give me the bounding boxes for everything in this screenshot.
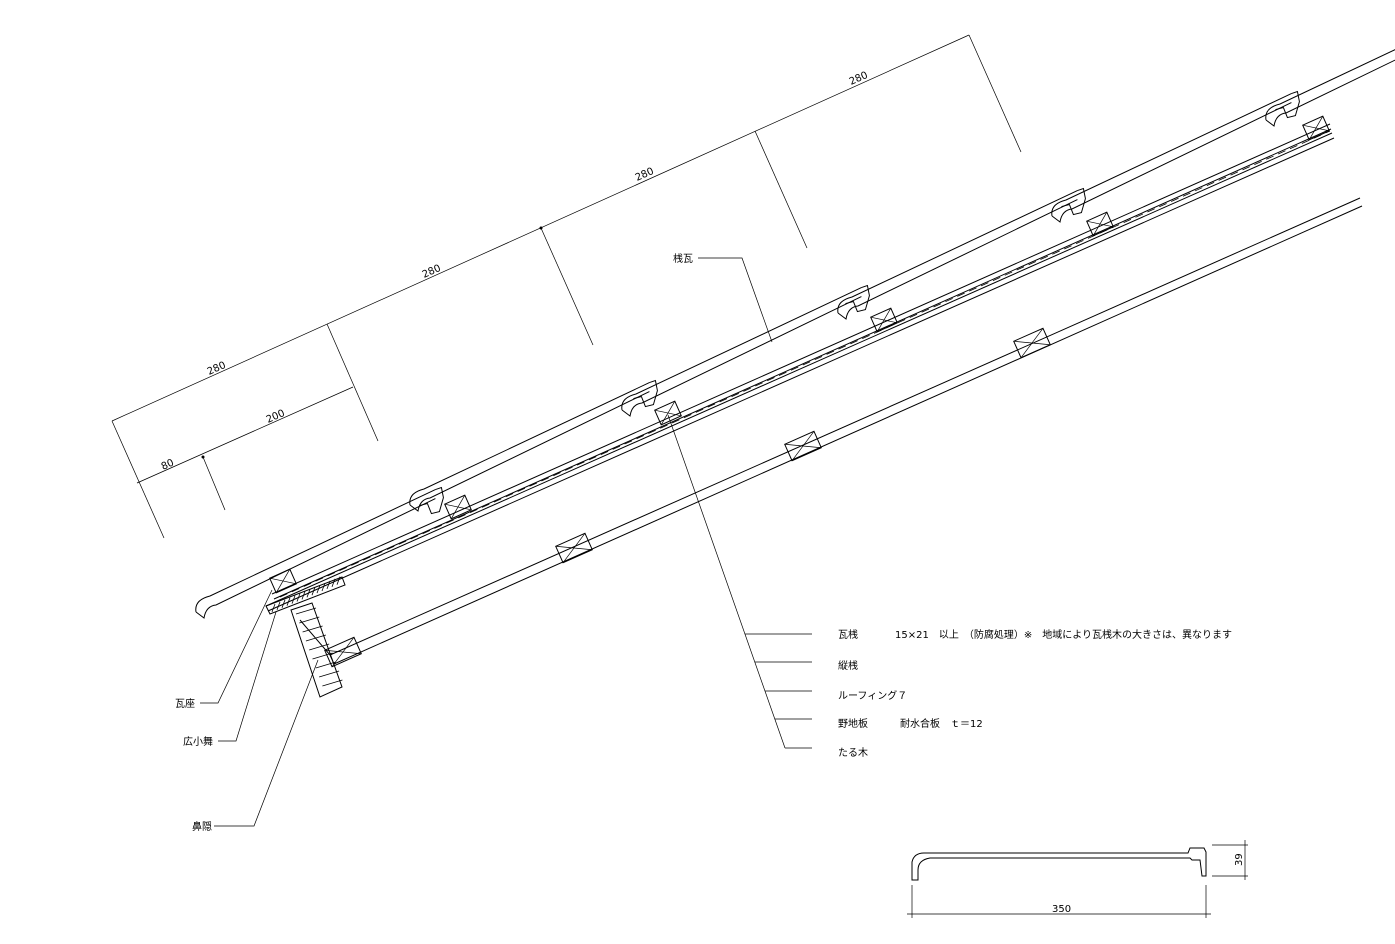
callout-vertical-batten: 縦桟 [838,659,858,672]
dim-200: 200 [265,408,287,426]
tile-batten [444,494,472,520]
rafter-block [1013,327,1051,359]
callout-roofing: ルーフィング７ [838,689,907,702]
leader-lines [200,257,812,827]
tile-batten [1086,211,1114,237]
callout-sheathing: 野地板 [838,717,868,730]
dim-280-2: 280 [421,263,443,281]
tile [1051,90,1300,223]
tile-batten [654,400,682,426]
callout-tile-batten: 瓦桟 [838,628,858,641]
tile-batten [1302,115,1330,141]
fascia-board [290,602,343,698]
rafter-block [324,636,362,668]
label-hirokomai: 広小舞 [183,735,213,748]
tile-profile-detail: 350 39 [907,840,1248,918]
callout-sheathing-spec: 耐水合板 ｔ＝12 [900,717,983,730]
rafter-blocks [324,327,1051,668]
dim-profile-width: 350 [1052,904,1071,915]
dim-280-1: 280 [206,360,228,378]
callout-tile-batten-spec: 15×21 以上 （防腐処理）※ 地域により瓦桟木の大きさは、異なります [895,628,1232,641]
rafter-block [555,532,593,564]
tile [195,486,444,619]
rafter-block [784,430,822,462]
dimension-lines [111,34,1022,539]
dim-280-4: 280 [848,70,870,88]
label-kawaragi: 瓦座 [175,697,195,710]
tile-battens [269,115,1330,594]
tile [1265,49,1395,127]
labels: 桟瓦 瓦座 広小舞 鼻隠 瓦桟 15×21 以上 （防腐処理）※ 地域により瓦桟… [175,252,1232,833]
dimension-text: 80 200 280 280 280 280 [160,70,870,473]
eave-strip [265,576,346,615]
dim-profile-height: 39 [1234,853,1245,866]
tile [837,187,1086,320]
sheathing-layers [265,123,1335,656]
tile [621,284,870,417]
callout-rafter: たる木 [838,747,868,759]
label-sangawara: 桟瓦 [673,252,693,265]
label-hanakakushi: 鼻隠 [192,820,212,833]
dim-80: 80 [160,458,176,473]
rafter [329,197,1363,665]
tile-batten [870,307,898,333]
roof-tiles [195,49,1395,619]
tile [409,379,658,512]
